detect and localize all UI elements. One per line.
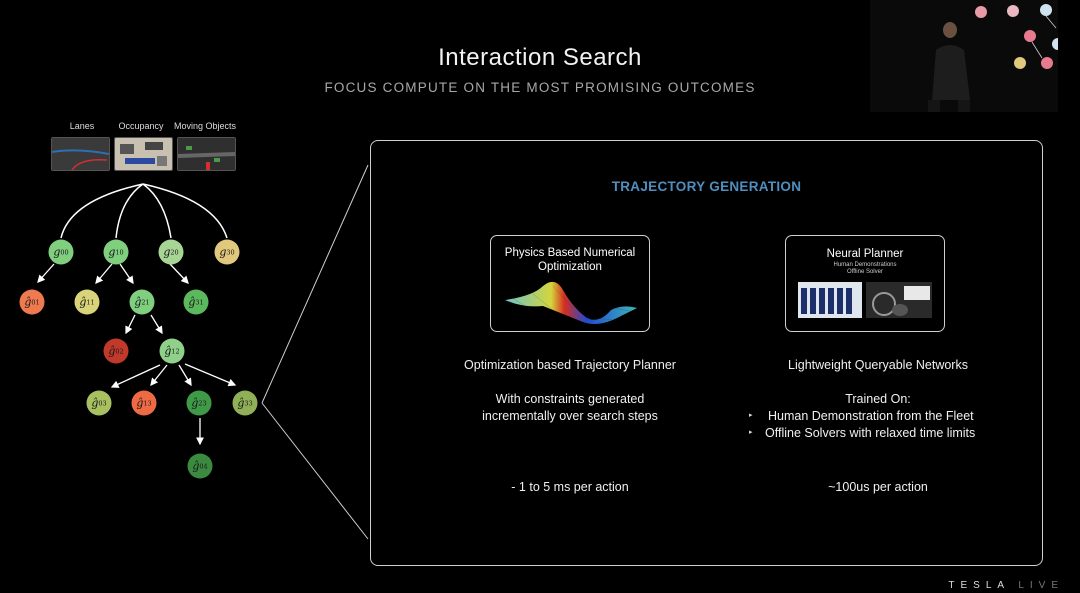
constraints-line-1: With constraints generated — [495, 392, 645, 406]
driver-photo — [866, 282, 932, 318]
slide-subtitle: FOCUS COMPUTE ON THE MOST PROMISING OUTC… — [324, 80, 756, 95]
bullet-offline-solvers: Offline Solvers with relaxed time limits — [765, 426, 976, 440]
neural-card-subtitle-2: Offline Solver — [847, 269, 883, 275]
bullet-icon: ▸ — [749, 412, 753, 419]
brand-suffix: LIVE — [1018, 580, 1064, 591]
slide-title: Interaction Search — [438, 44, 642, 71]
trained-on-label: Trained On: — [845, 392, 911, 406]
panel-title: TRAJECTORY GENERATION — [611, 179, 802, 194]
occupancy-label: Occupancy — [118, 121, 164, 131]
constraints-line-2: incrementally over search steps — [482, 409, 658, 423]
neural-timing: ~100us per action — [828, 480, 928, 494]
optimization-surface-plot — [505, 281, 637, 324]
occupancy-thumbnail — [114, 137, 173, 171]
optimization-planner-heading: Optimization based Trajectory Planner — [464, 358, 676, 372]
physics-optimization-card: Physics Based Numerical Optimization — [490, 235, 650, 332]
brand-name: TESLA — [948, 580, 1010, 591]
neural-card-subtitle-1: Human Demonstrations — [833, 262, 897, 268]
datacenter-photo — [798, 282, 862, 318]
trajectory-generation-panel — [370, 140, 1043, 566]
neural-card-title: Neural Planner — [826, 248, 904, 260]
neural-networks-heading: Lightweight Queryable Networks — [788, 358, 968, 372]
physics-card-title: Physics Based Numerical Optimization — [504, 247, 636, 273]
moving-objects-label: Moving Objects — [173, 121, 237, 131]
speaker-video — [870, 0, 1064, 112]
bullet-icon: ▸ — [749, 429, 753, 436]
bullet-human-demonstration: Human Demonstration from the Fleet — [768, 409, 974, 423]
neural-planner-card: Neural Planner Human Demonstrations Offl… — [785, 235, 945, 332]
tesla-live-logo: TESLA LIVE — [948, 580, 1064, 591]
lanes-label: Lanes — [69, 121, 95, 131]
lanes-thumbnail — [51, 137, 110, 171]
search-tree-edges — [37, 164, 369, 540]
speaker-illustration — [870, 0, 1064, 112]
optimization-timing: - 1 to 5 ms per action — [511, 480, 629, 494]
moving-objects-thumbnail — [177, 137, 236, 171]
